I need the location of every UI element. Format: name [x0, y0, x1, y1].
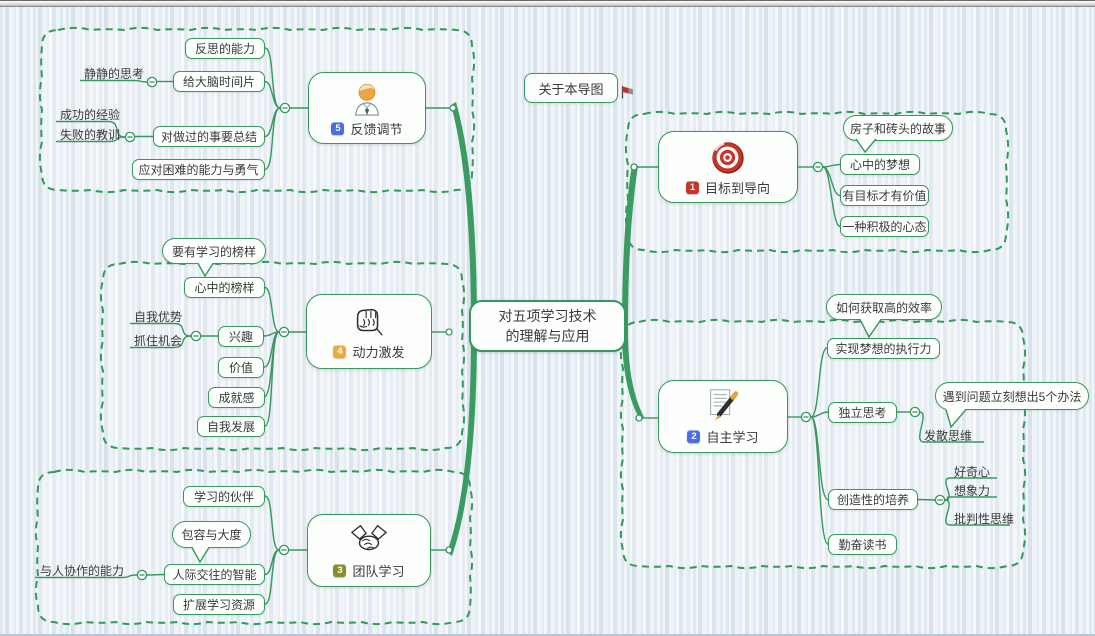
topic-self-development[interactable]: 自我发展 — [197, 416, 265, 437]
topic-reflection-ability[interactable]: 反思的能力 — [185, 38, 265, 59]
callout-learning-role-model[interactable]: 要有学习的榜样 — [162, 238, 266, 264]
connection-dots — [445, 104, 643, 554]
topic-value[interactable]: 价值 — [218, 357, 264, 378]
badge-3: 3 — [333, 564, 347, 577]
main-trunks — [447, 102, 644, 556]
topic-execution[interactable]: 实现梦想的执行力 — [827, 338, 940, 359]
main-topic-team-label: 团队学习 — [352, 564, 405, 579]
topic-imagination[interactable]: 想象力 — [954, 484, 991, 498]
fist-icon — [356, 308, 383, 336]
topic-critical-thinking[interactable]: 批判性思维 — [954, 512, 1015, 526]
target-icon — [712, 141, 744, 174]
collapse-button[interactable] — [909, 406, 921, 418]
collapse-button[interactable] — [278, 544, 290, 556]
central-topic-line2: 的理解与应用 — [505, 328, 590, 344]
topic-brain-time[interactable]: 给大脑时间片 — [173, 71, 265, 92]
collapse-button[interactable] — [279, 102, 291, 114]
topic-creativity[interactable]: 创造性的培养 — [828, 489, 918, 510]
callout-high-efficiency[interactable]: 如何获取高的效率 — [826, 294, 942, 320]
topic-diligent-reading[interactable]: 勤奋读书 — [828, 534, 897, 555]
collapse-button[interactable] — [190, 330, 202, 342]
topic-success-experience[interactable]: 成功的经验 — [60, 108, 121, 122]
topic-divergent-thinking[interactable]: 发散思维 — [924, 429, 973, 443]
topic-achievement[interactable]: 成就感 — [208, 387, 265, 408]
collapse-button[interactable] — [800, 411, 812, 423]
topic-positive-attitude[interactable]: 一种积极的心态 — [840, 216, 929, 237]
topic-dream[interactable]: 心中的梦想 — [840, 154, 920, 175]
topic-seize-opportunity[interactable]: 抓住机会 — [134, 334, 183, 348]
topic-failure-lessons[interactable]: 失败的教训 — [60, 128, 121, 142]
floating-topic-about[interactable]: 关于本导图 — [524, 73, 618, 103]
topic-learning-resources[interactable]: 扩展学习资源 — [173, 594, 265, 615]
person-icon — [354, 83, 380, 116]
topic-quiet-thinking[interactable]: 静静的思考 — [84, 67, 145, 81]
main-topic-goal-label: 目标到导向 — [704, 180, 770, 196]
topic-interest[interactable]: 兴趣 — [218, 326, 264, 347]
badge-2: 2 — [687, 430, 701, 443]
main-topic-motivation[interactable]: 4 动力激发 — [306, 294, 432, 369]
main-topic-self-learning[interactable]: 2 自主学习 — [658, 380, 788, 453]
window-bottom-edge — [0, 634, 1095, 636]
main-topic-goal[interactable]: 1 目标到导向 — [658, 131, 798, 203]
main-topic-motivation-label: 动力激发 — [352, 345, 405, 360]
topic-summarize[interactable]: 对做过的事要总结 — [153, 126, 265, 147]
boundary-feedback-group — [38, 26, 476, 194]
topic-self-strength[interactable]: 自我优势 — [134, 310, 183, 324]
branch-connectors — [35, 47, 1010, 605]
callout-house-brick-story[interactable]: 房子和砖头的故事 — [843, 115, 953, 141]
topic-goal-worth[interactable]: 有目标才有价值 — [840, 185, 929, 206]
main-topic-team[interactable]: 3 团队学习 — [307, 514, 431, 587]
topic-interpersonal[interactable]: 人际交往的智能 — [164, 564, 265, 585]
collapse-button[interactable] — [124, 131, 136, 143]
topic-cooperation-ability[interactable]: 与人协作的能力 — [40, 564, 125, 578]
pen-paper-icon — [710, 389, 739, 421]
main-topic-feedback-label: 反馈调节 — [350, 121, 403, 137]
topic-curiosity[interactable]: 好奇心 — [954, 465, 991, 479]
central-topic[interactable]: 对五项学习技术 的理解与应用 — [469, 300, 626, 352]
badge-5: 5 — [331, 121, 345, 135]
handshake-icon — [350, 524, 388, 551]
main-topic-self-learning-label: 自主学习 — [706, 430, 759, 445]
badge-1: 1 — [685, 180, 699, 194]
topic-independent-thinking[interactable]: 独立思考 — [828, 402, 897, 423]
main-topic-feedback[interactable]: 5 反馈调节 — [308, 72, 426, 144]
floating-topic-label: 关于本导图 — [538, 81, 604, 97]
topic-role-model[interactable]: 心中的榜样 — [184, 277, 265, 298]
collapse-button[interactable] — [812, 161, 824, 173]
callout-five-solutions[interactable]: 遇到问题立刻想出5个办法 — [935, 382, 1089, 410]
topic-courage[interactable]: 应对困难的能力与勇气 — [132, 159, 265, 180]
topic-study-partners[interactable]: 学习的伙伴 — [183, 486, 265, 507]
badge-4: 4 — [333, 345, 347, 358]
collapse-button[interactable] — [934, 494, 946, 506]
central-topic-line1: 对五项学习技术 — [498, 308, 597, 324]
window-top-edge — [0, 0, 1095, 7]
callout-tolerance[interactable]: 包容与大度 — [172, 521, 251, 548]
collapse-button[interactable] — [136, 569, 148, 581]
collapse-buttons[interactable] — [124, 76, 946, 581]
collapse-button[interactable] — [146, 76, 158, 88]
collapse-button[interactable] — [278, 326, 290, 338]
red-flag-icon — [621, 86, 633, 99]
